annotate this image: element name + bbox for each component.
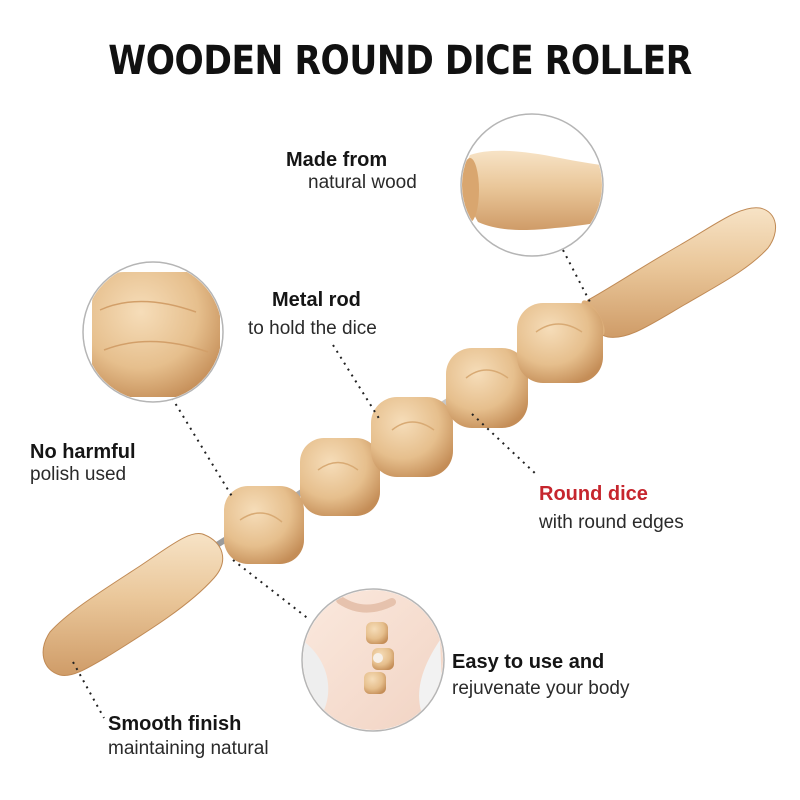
callout-no-polish: No harmful polish used	[30, 440, 136, 487]
callout-easy-use-heading: Easy to use and	[452, 651, 605, 673]
callout-metal-rod-heading: Metal rod	[272, 289, 361, 311]
callout-smooth-finish: Smooth finish maintaining natural	[108, 712, 269, 761]
leader-lines	[72, 249, 591, 719]
callout-metal-rod-detail: to hold the dice	[248, 318, 377, 339]
callout-natural-wood: Made from natural wood	[286, 148, 417, 195]
callout-no-polish-detail: polish used	[30, 464, 127, 485]
magnifier-dice-closeup	[82, 261, 224, 403]
dice-3	[371, 397, 453, 477]
callout-natural-wood-heading: Made from	[286, 149, 388, 171]
callout-round-dice: Round dice with round edges	[539, 482, 684, 535]
callout-easy-use: Easy to use and rejuvenate your body	[452, 650, 629, 701]
left-handle	[42, 533, 224, 677]
dice-group	[224, 303, 603, 564]
dice-5	[517, 303, 603, 383]
callout-easy-use-detail: rejuvenate your body	[452, 678, 630, 699]
dice-1	[224, 486, 304, 564]
callout-natural-wood-detail: natural wood	[308, 172, 417, 193]
callout-round-dice-detail: with round edges	[539, 512, 684, 533]
dice-4	[446, 348, 528, 428]
dice-2	[300, 438, 380, 516]
callout-no-polish-heading: No harmful	[30, 441, 136, 463]
magnifier-body-use	[301, 588, 445, 732]
magnifier-handle-end	[460, 113, 604, 257]
right-handle	[581, 207, 776, 338]
callout-metal-rod: Metal rod to hold the dice	[248, 288, 377, 341]
callout-round-dice-heading: Round dice	[539, 483, 648, 505]
page-title: WOODEN ROUND DICE ROLLER	[108, 38, 692, 84]
callout-smooth-finish-heading: Smooth finish	[108, 713, 242, 735]
callout-smooth-finish-detail: maintaining natural	[108, 738, 269, 759]
